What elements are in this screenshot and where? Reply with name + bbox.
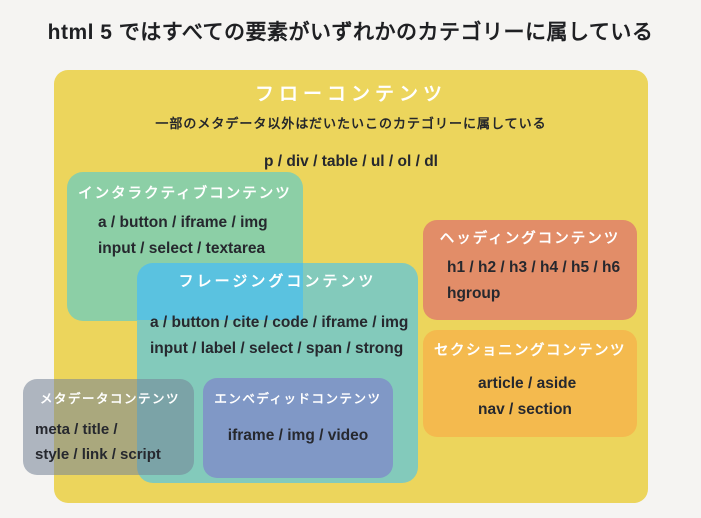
embedded-content-title: エンベディッドコンテンツ — [214, 392, 382, 406]
heading-content-elements-line1: h1 / h2 / h3 / h4 / h5 / h6 — [447, 259, 621, 276]
embedded-content-elements-line1: iframe / img / video — [227, 427, 369, 444]
sectioning-content-elements-line2: nav / section — [478, 401, 572, 418]
metadata-content-title: メタデータコンテンツ — [40, 392, 181, 406]
interactive-content-elements-line2: input / select / textarea — [98, 240, 266, 257]
metadata-content-elements-line2: style / link / script — [35, 446, 161, 463]
phrasing-interactive-overlap — [137, 263, 303, 320]
phrasing-content-elements-line2: input / label / select / span / strong — [150, 340, 404, 357]
heading-content-title: ヘッディングコンテンツ — [439, 231, 621, 247]
flow-content-elements: p / div / table / ul / ol / dl — [264, 153, 438, 170]
phrasing-content-elements-line1: a / button / cite / code / iframe / img — [150, 314, 409, 331]
sectioning-content-title: セクショニングコンテンツ — [434, 343, 626, 359]
interactive-content-title: インタラクティブコンテンツ — [78, 186, 292, 202]
sectioning-content-box: セクショニングコンテンツ article / aside nav / secti… — [423, 330, 637, 437]
embedded-content-box: エンベディッドコンテンツ iframe / img / video — [203, 378, 393, 478]
flow-content-subtitle: 一部のメタデータ以外はだいたいこのカテゴリーに属している — [155, 116, 547, 131]
heading-content-elements-line2: hgroup — [447, 285, 501, 302]
heading-content-box: ヘッディングコンテンツ h1 / h2 / h3 / h4 / h5 / h6 … — [423, 220, 637, 320]
metadata-content-elements-line1: meta / title / — [35, 421, 118, 438]
metadata-content-box: メタデータコンテンツ meta / title / style / link /… — [23, 379, 194, 475]
flow-content-title: フローコンテンツ — [254, 84, 447, 105]
interactive-content-elements-line1: a / button / iframe / img — [98, 214, 268, 231]
phrasing-content-title: フレージングコンテンツ — [178, 273, 377, 290]
page-title: html 5 ではすべての要素がいずれかのカテゴリーに属している — [47, 21, 654, 44]
sectioning-content-elements-line1: article / aside — [478, 375, 577, 392]
